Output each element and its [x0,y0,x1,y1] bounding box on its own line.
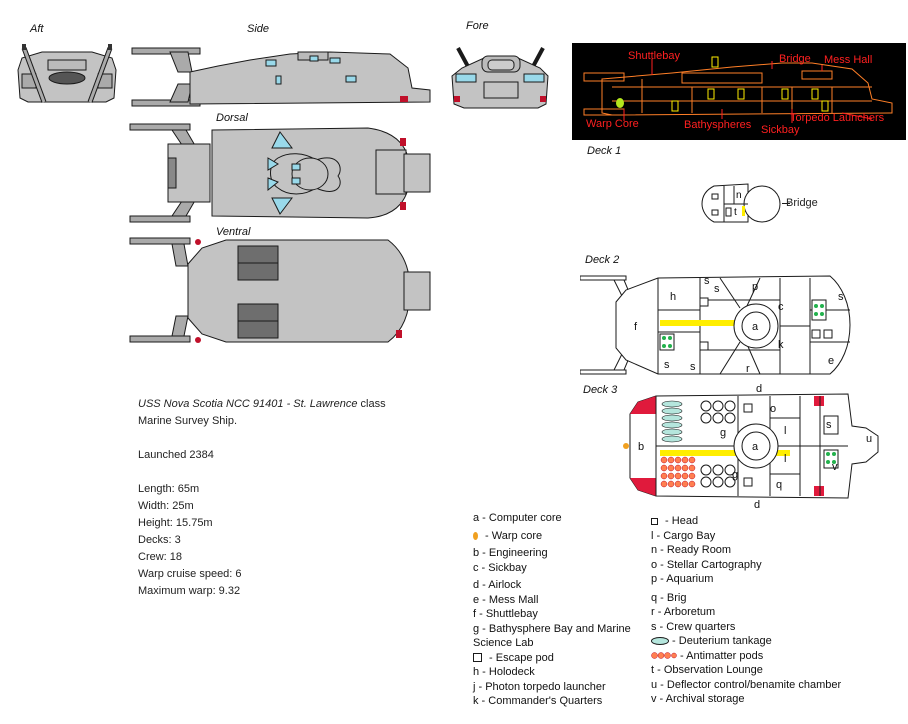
deck2-room-e: e [828,355,834,367]
deck3-room-l-1: l [784,425,786,437]
ship-height: Height: 15.75m [138,517,213,529]
head-icon [651,517,658,525]
legend-stellar-cartography: o - Stellar Cartography [651,558,762,571]
deck2-room-s-5: s [690,361,696,373]
deck3-room-d-bottom: d [754,499,760,511]
deck-1-bridge-label: Bridge [786,197,818,209]
escape-pod-icon [473,653,482,663]
inset-label-sickbay: Sickbay [761,124,800,136]
fore-view-drawing [451,47,549,109]
deck3-room-g-1: g [720,427,726,439]
deck-2-label: Deck 2 [585,254,620,266]
legend-warp-core: - Warp core [473,529,631,544]
dorsal-view-drawing [129,123,431,223]
deck3-room-q: q [776,479,782,491]
deck2-room-s-4: s [664,359,670,371]
deck-1-label: Deck 1 [587,145,622,157]
legend-right: - Head l - Cargo Bay n - Ready Room o - … [651,514,841,707]
legend-airlock: d - Airlock [473,579,522,591]
deck3-room-v: v [832,461,838,473]
side-view-label: Side [247,23,270,35]
legend-holodeck: h - Holodeck [473,666,535,678]
legend-commanders-quarters: k - Commander's Quarters [473,695,603,707]
ship-launched: Launched 2384 [138,449,214,461]
legend-head: - Head [651,514,841,529]
deck-3-plan: d b o g l s a u g l v q d [623,383,879,511]
deck2-room-a: a [752,321,759,333]
deck3-room-s: s [826,419,832,431]
deck2-room-p: p [752,281,758,293]
deck3-room-o: o [770,403,776,415]
legend-mess-mall: e - Mess Mall [473,593,539,606]
inset-label-warp-core: Warp Core [586,118,639,130]
legend-torpedo-launcher: j - Photon torpedo launcher [473,680,606,693]
legend-science-lab: Science Lab [473,637,534,649]
legend-bathysphere-bay: g - Bathysphere Bay and Marine [473,622,631,635]
antimatter-pods-icon [651,652,677,659]
ship-info: USS Nova Scotia NCC 91401 - St. Lawrence… [138,396,438,600]
legend-brig: q - Brig [651,591,687,604]
deck3-room-l-2: l [784,453,786,465]
deck2-room-s-2: s [714,283,720,295]
legend-crew-quarters: s - Crew quarters [651,620,736,633]
ship-title-line-2: Marine Survey Ship. [138,415,238,427]
deck-1-plan: n t [701,183,781,223]
ship-title-line-1: USS Nova Scotia NCC 91401 - St. Lawrence… [138,398,386,410]
legend-cargo-bay: l - Cargo Bay [651,529,716,542]
legend-ready-room: n - Ready Room [651,544,732,556]
deck1-room-n: n [736,190,742,201]
legend-arboretum: r - Arboretum [651,606,716,618]
legend-escape-pod: - Escape pod [473,651,631,666]
deck3-room-g-2: g [732,469,738,481]
deck-2-plan: h s s p c s f a k s s r e [580,275,851,375]
legend-shuttlebay: f - Shuttlebay [473,608,538,620]
legend-engineering: b - Engineering [473,547,548,559]
ship-width: Width: 25m [138,500,194,512]
aft-view-label: Aft [30,23,44,35]
inset-label-bathyspheres: Bathyspheres [684,119,752,131]
ship-crew: Crew: 18 [138,551,183,563]
deck1-room-t: t [734,207,737,218]
legend-archival-storage: v - Archival storage [651,693,745,705]
deck2-room-f: f [634,321,638,333]
deck3-room-u: u [866,433,872,445]
deck3-room-b: b [638,441,644,453]
deck3-room-a: a [752,441,759,453]
inset-label-torpedo-launchers: Torpedo Launchers [790,112,885,124]
warp-core-icon [473,531,478,540]
ventral-view-drawing [129,237,431,343]
deck3-room-d-top: d [756,383,762,395]
aft-view-drawing [17,44,117,103]
cutaway-inset [572,43,906,140]
deck2-room-h: h [670,291,676,303]
legend-deuterium-tankage: - Deuterium tankage [651,634,841,649]
deuterium-tank-icon [651,637,669,646]
legend-observation-lounge: t - Observation Lounge [651,664,763,676]
side-view-drawing [131,47,431,107]
ventral-view-label: Ventral [216,226,251,238]
fore-view-label: Fore [466,20,489,32]
inset-label-shuttlebay: Shuttlebay [628,50,680,62]
inset-label-bridge: Bridge [779,53,811,65]
deck2-room-s-1: s [704,275,710,287]
legend-deflector-control: u - Deflector control/benamite chamber [651,678,842,691]
deck2-room-r: r [746,363,750,375]
deck2-room-k: k [778,339,784,351]
deck-3-label: Deck 3 [583,384,618,396]
deck2-room-s-3: s [838,291,844,303]
dorsal-view-label: Dorsal [216,112,248,124]
legend-computer-core: a - Computer core [473,512,562,524]
legend-antimatter-pods: - Antimatter pods [651,649,841,664]
ship-length: Length: 65m [138,483,200,495]
deck2-room-c: c [778,301,784,313]
ship-warp-cruise: Warp cruise speed: 6 [138,568,242,580]
legend-sickbay: c - Sickbay [473,561,527,574]
ship-max-warp: Maximum warp: 9.32 [138,585,241,597]
legend-aquarium: p - Aquarium [651,573,714,585]
deck-1-bridge-callout [782,203,790,204]
ship-decks: Decks: 3 [138,534,181,546]
inset-label-mess-hall: Mess Hall [824,54,873,66]
legend-left: a - Computer core - Warp core b - Engine… [473,511,631,709]
